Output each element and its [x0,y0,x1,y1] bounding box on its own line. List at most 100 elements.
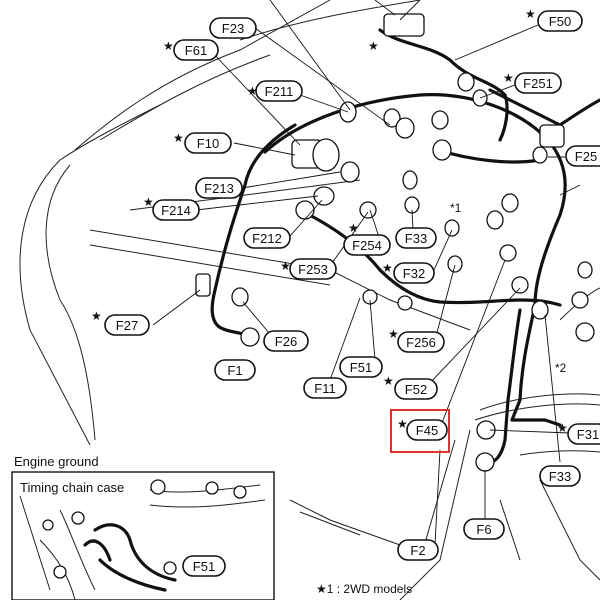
inset-bolt-4 [71,511,85,525]
connector-f32b [444,219,460,237]
label-f25: F25 [565,145,600,167]
connector-right-edge [571,291,589,309]
ground-terminal-f51b [397,295,413,311]
label-f253: F253 [289,258,337,280]
label-f6: F6 [463,518,505,540]
connector-top-center [383,13,425,37]
label-f61: F61 [173,39,219,61]
label-f33-top: F33 [395,227,437,249]
connector-f254 [359,201,377,219]
svg-text:F10: F10 [197,136,219,151]
inset-bolt-1 [150,479,166,495]
connector-right-upper [501,193,519,213]
inset-bolt-3 [233,485,247,499]
svg-text:F23: F23 [222,21,244,36]
connector-f10-plug [312,138,340,172]
connector-right-edge-3 [577,261,593,279]
svg-text:F213: F213 [204,181,234,196]
connector-f1 [240,327,260,347]
inset-caption: Timing chain case [20,480,124,495]
svg-text:F25: F25 [575,149,597,164]
label-f256: F256 [397,331,445,353]
star-f253: ★ [280,259,291,273]
connector-f26 [231,287,249,307]
label-f31: F31 [567,423,600,445]
connector-f256b [447,255,463,273]
connector-f25 [532,146,548,164]
label-f26: F26 [263,330,309,352]
inset-bolt-5 [42,519,54,531]
svg-text:F1: F1 [227,363,242,378]
connector-f6 [475,452,495,472]
connector-f52 [511,276,529,294]
star-f45: ★ [397,417,408,431]
connector-f23a [383,108,401,128]
star-f214: ★ [143,195,154,209]
svg-text:F11: F11 [314,381,335,396]
svg-text:F27: F27 [116,318,138,333]
star-f251: ★ [503,71,514,85]
svg-text:F61: F61 [185,43,207,58]
svg-text:F6: F6 [476,522,491,537]
inset-title: Engine ground [14,454,99,469]
svg-text:F212: F212 [252,231,282,246]
label-f213: F213 [195,177,243,199]
star-f10: ★ [173,131,184,145]
connector-f27 [195,273,211,297]
star-f61: ★ [163,39,174,53]
svg-text:F51: F51 [193,559,215,574]
svg-text:F45: F45 [416,423,438,438]
connector-f256 [499,244,517,262]
label-f11: F11 [303,377,347,399]
connector-f212 [295,200,315,220]
label-f211: F211 [255,80,303,102]
svg-text:F33: F33 [405,231,427,246]
svg-text:F31: F31 [577,427,599,442]
star-f254: ★ [348,221,359,235]
svg-text:F33: F33 [549,469,571,484]
svg-text:F256: F256 [406,335,436,350]
star-f32: ★ [382,261,393,275]
footnote-2wd: ★1 : 2WD models [316,582,412,596]
label-f33-bottom: F33 [539,465,581,487]
inset-bolt-6 [53,565,67,579]
svg-text:F52: F52 [405,382,427,397]
label-f27: F27 [104,314,150,336]
note2-right: *2 [555,361,567,375]
markers: ★ ★ ★ ★ ★ ★ ★ ★ ★ ★ ★ ★ ★ ★ ★ *1 *2 [91,7,568,435]
star-top: ★ [368,39,379,53]
star-f50: ★ [525,7,536,21]
label-f2: F2 [397,539,439,561]
label-f1: F1 [214,359,256,381]
connector-f23b [395,117,415,139]
star-f52: ★ [383,374,394,388]
connector-f213 [340,161,360,183]
star-f211: ★ [247,84,258,98]
inset-ground-bolt [163,561,177,575]
connector-f32-top [402,170,418,190]
svg-text:F211: F211 [265,84,294,99]
connector-right-edge-2 [575,322,595,342]
svg-text:F2: F2 [410,543,425,558]
inset-bolt-2 [205,481,219,495]
svg-text:F251: F251 [523,76,553,91]
star-f27: ★ [91,309,102,323]
svg-text:F253: F253 [298,262,328,277]
svg-text:F254: F254 [352,238,382,253]
connector-f50a [457,72,475,92]
label-f50: F50 [537,10,583,32]
highlight-box-f45 [390,409,450,453]
label-f52: F52 [394,378,438,400]
svg-text:F50: F50 [549,14,571,29]
star-f31: ★ [557,421,568,435]
svg-text:F32: F32 [403,266,425,281]
svg-text:F51: F51 [350,360,372,375]
label-f214: F214 [152,199,200,221]
label-f51-inset: F51 [182,555,226,577]
engine-ground-inset: Engine ground Timing chain case F51 [11,454,275,600]
connector-f251 [539,124,565,148]
connector-f214a [313,186,335,206]
label-f23: F23 [209,17,257,39]
label-f212: F212 [243,227,291,249]
